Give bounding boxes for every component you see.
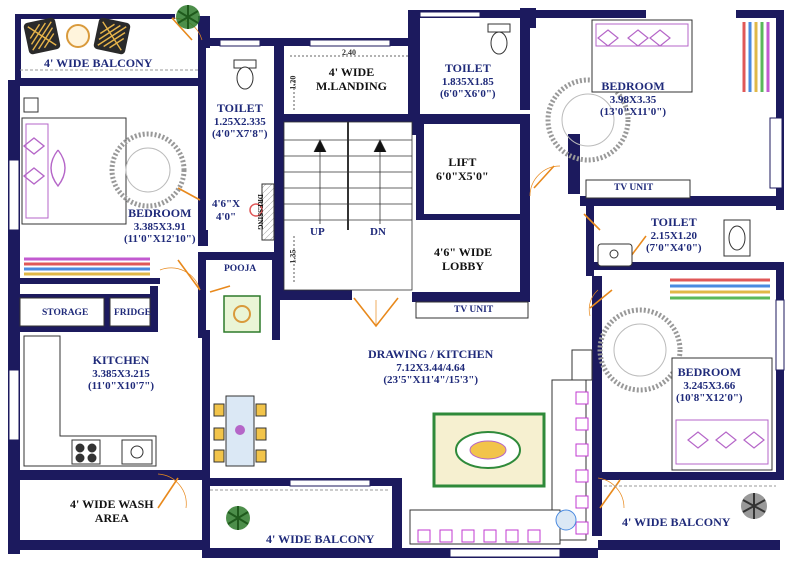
label-bedroom-2: BEDROOM 3.385X3.91 (11'0"X12'10") — [124, 206, 196, 246]
lobby-title2: LOBBY — [442, 258, 485, 273]
living-rug — [432, 412, 546, 488]
toilet-1-dim-m: 1.25X2.335 — [213, 115, 266, 128]
label-balcony-top-left: 4' WIDE BALCONY — [44, 56, 153, 71]
lobby-title: 4'6" WIDE — [434, 245, 493, 259]
tv-unit-outlines — [415, 301, 529, 319]
toilet-2-title: TOILET — [444, 61, 491, 75]
kitchen-dim-ft: (11'0"X10'7") — [88, 380, 154, 393]
pooja-fixture — [223, 295, 261, 333]
balcony-bottom-right-title: 4' WIDE BALCONY — [622, 515, 731, 529]
label-m-landing: 4' WIDE M.LANDING — [316, 65, 387, 94]
label-dressing-nook: 4'6"X 4'0" — [212, 198, 240, 223]
drawing-kitchen-dim-m: 7.12X3.44/4.64 — [396, 361, 466, 374]
m-landing-title: 4' WIDE — [328, 65, 375, 79]
balcony-bottom-mid-title: 4' WIDE BALCONY — [266, 532, 375, 546]
door-swings — [157, 17, 647, 509]
tv-unit-mid-title: TV UNIT — [454, 305, 494, 315]
bedroom-3-dim-m: 3.245X3.66 — [683, 379, 736, 392]
windows — [8, 11, 785, 558]
toilet-fixture-3 — [597, 219, 751, 267]
label-wash-area: 4' WIDE WASH AREA — [70, 497, 154, 526]
balcony-outlines — [20, 69, 776, 491]
label-balcony-bottom-mid: 4' WIDE BALCONY — [266, 532, 375, 547]
label-lift: LIFT 6'0"X5'0" — [436, 155, 489, 184]
dressing-nook-dim-a: 4'6"X — [212, 198, 241, 210]
toilet-1-dim-ft: (4'0"X7'8") — [212, 128, 268, 141]
kitchen-dim-m: 3.385X3.215 — [92, 367, 150, 380]
label-bedroom-3: BEDROOM 3.245X3.66 (10'8"X12'0") — [676, 365, 743, 405]
staircase — [283, 55, 413, 291]
toilet-1-title: TOILET — [216, 101, 263, 115]
toilet-3-title: TOILET — [650, 215, 697, 229]
kitchen-title: KITCHEN — [92, 353, 150, 367]
wardrobe-left — [24, 257, 150, 276]
label-tv-unit-mid: TV UNIT — [454, 305, 493, 316]
m-landing-height: 1.20 — [288, 75, 298, 90]
label-drawing-kitchen: DRAWING / KITCHEN 7.12X3.44/4.64 (23'5"X… — [368, 347, 494, 387]
toilet-2-dim-m: 1.835X1.85 — [441, 75, 494, 88]
tv-unit-top-title: TV UNIT — [614, 183, 654, 193]
wash-area-title2: AREA — [94, 510, 129, 525]
dining-table — [213, 395, 267, 467]
plant-balcony-mid — [226, 506, 250, 530]
toilet-3-dim-ft: (7'0"X4'0") — [646, 242, 702, 255]
bed-left — [21, 97, 187, 225]
bedroom-1-dim-ft: (13'0"X11'0") — [600, 106, 666, 119]
label-kitchen: KITCHEN 3.385X3.215 (11'0"X10'7") — [88, 353, 154, 393]
label-toilet-2: TOILET 1.835X1.85 (6'0"X6'0") — [440, 61, 496, 101]
bedroom-2-dim-ft: (11'0"X12'10") — [124, 233, 196, 246]
label-balcony-bottom-right: 4' WIDE BALCONY — [622, 515, 731, 530]
bed-top-right — [545, 19, 770, 199]
bedroom-3-title: BEDROOM — [677, 365, 741, 379]
stairs-up-label: UP — [310, 226, 325, 238]
bedroom-2-title: BEDROOM — [128, 206, 192, 220]
label-bedroom-1: BEDROOM 3.98X3.35 (13'0"X11'0") — [600, 79, 666, 119]
label-fridge: FRIDGE — [114, 308, 151, 319]
bed-bottom-right — [597, 278, 773, 471]
kitchen-counter — [23, 335, 157, 467]
plant-top — [176, 5, 200, 29]
sofa-set — [409, 349, 593, 545]
drawing-kitchen-title: DRAWING / KITCHEN — [368, 347, 494, 361]
label-pooja: POOJA — [224, 264, 256, 275]
toilet-fixture-2 — [487, 23, 511, 55]
storage-outlines — [19, 297, 151, 327]
plant-balcony-right — [741, 493, 767, 519]
m-landing-width: 2.40 — [342, 48, 356, 57]
storage-title: STORAGE — [42, 308, 89, 318]
pooja-title: POOJA — [224, 264, 257, 274]
bedroom-2-dim-m: 3.385X3.91 — [133, 220, 186, 233]
balcony-top-left-title: 4' WIDE BALCONY — [44, 56, 153, 70]
balcony-chairs — [23, 17, 131, 55]
m-landing-title2: M.LANDING — [316, 78, 387, 93]
drawing-kitchen-dim-ft: (23'5"X11'4"/15'3") — [383, 374, 479, 387]
lift-title: LIFT — [448, 155, 477, 169]
bedroom-1-title: BEDROOM — [601, 79, 665, 93]
bedroom-1-dim-m: 3.98X3.35 — [609, 93, 657, 106]
fridge-title: FRIDGE — [114, 308, 151, 318]
bedroom-3-dim-ft: (10'8"X12'0") — [676, 392, 743, 405]
dressing-nook-dim-b: 4'0" — [215, 210, 237, 223]
stairs-dn-label: DN — [370, 226, 386, 238]
stairs-step-dim: 1.35 — [288, 249, 298, 264]
label-dressing: DRESSING — [255, 194, 264, 230]
label-tv-unit-top: TV UNIT — [614, 183, 653, 194]
toilet-2-dim-ft: (6'0"X6'0") — [440, 88, 496, 101]
lift-dim: 6'0"X5'0" — [436, 168, 489, 183]
label-storage: STORAGE — [42, 308, 88, 319]
toilet-fixture-1 — [233, 59, 257, 90]
label-lobby: 4'6" WIDE LOBBY — [434, 245, 493, 274]
toilet-3-dim-m: 2.15X1.20 — [650, 229, 698, 242]
wash-area-title: 4' WIDE WASH — [70, 497, 154, 511]
dressing-nook — [249, 183, 275, 241]
label-toilet-3: TOILET 2.15X1.20 (7'0"X4'0") — [646, 215, 702, 255]
label-toilet-1: TOILET 1.25X2.335 (4'0"X7'8") — [212, 101, 268, 141]
